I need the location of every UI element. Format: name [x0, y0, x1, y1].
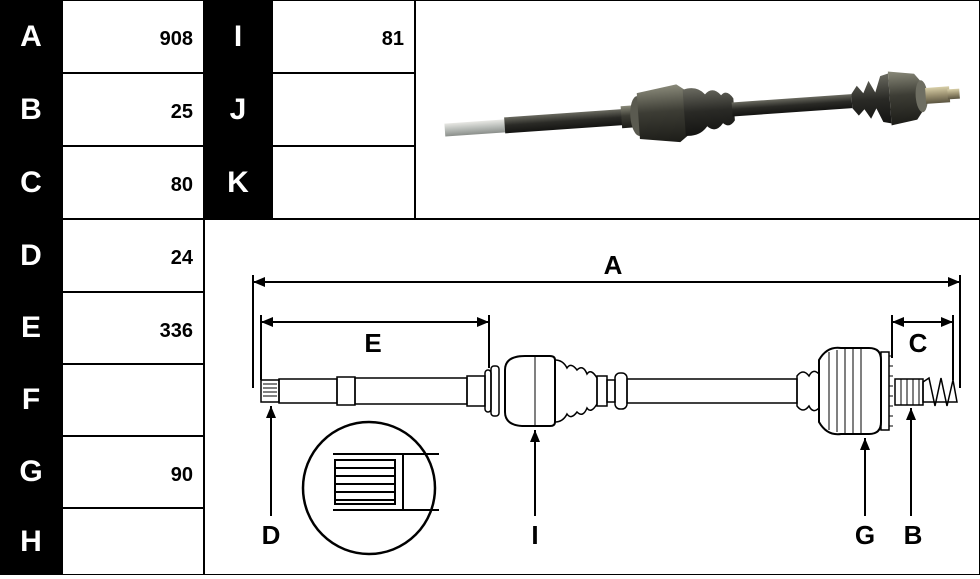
drive-shaft-diagram: A E C D I G B — [252, 250, 961, 556]
row-a-letter: A — [0, 0, 62, 73]
row-c-letter: C — [0, 146, 62, 219]
row-e-value: 336 — [62, 292, 204, 364]
row-h-letter: H — [0, 508, 62, 575]
point-label-i: I — [531, 520, 538, 550]
row-b-letter: B — [0, 73, 62, 146]
row-i-value: 81 — [272, 0, 415, 73]
row-i-letter: I — [204, 0, 272, 73]
row-g-letter: G — [0, 436, 62, 508]
point-label-b: B — [904, 520, 923, 550]
technical-drawing-panel: A E C D I G B — [204, 219, 980, 575]
row-e-letter: E — [0, 292, 62, 364]
row-f-letter: F — [0, 364, 62, 436]
row-h-value — [62, 508, 204, 575]
row-j-letter: J — [204, 73, 272, 146]
row-k-value — [272, 146, 415, 219]
dim-label-e: E — [364, 328, 381, 358]
drive-shaft-photo — [444, 71, 960, 143]
product-photo-panel — [415, 0, 980, 219]
dim-label-c: C — [909, 328, 928, 358]
row-d-value: 24 — [62, 219, 204, 292]
row-j-value — [272, 73, 415, 146]
row-k-letter: K — [204, 146, 272, 219]
dim-label-a: A — [604, 250, 623, 280]
row-a-value: 908 — [62, 0, 204, 73]
row-g-value: 90 — [62, 436, 204, 508]
row-c-value: 80 — [62, 146, 204, 219]
row-d-letter: D — [0, 219, 62, 292]
row-f-value — [62, 364, 204, 436]
point-label-d: D — [262, 520, 281, 550]
point-label-g: G — [855, 520, 875, 550]
row-b-value: 25 — [62, 73, 204, 146]
